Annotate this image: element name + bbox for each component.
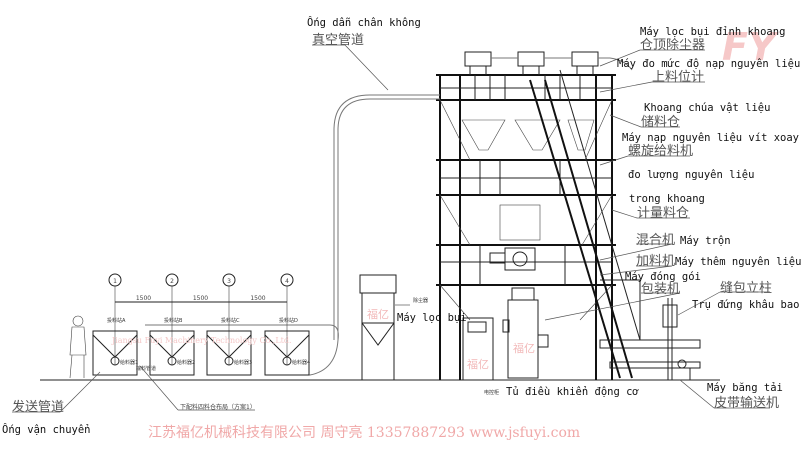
sewing-column xyxy=(662,298,678,380)
label-screw-feeder-cn: 螺旋给料机 xyxy=(628,144,693,159)
label-adder-cn: 加料机 xyxy=(636,254,675,269)
feeding-station: 4 投料站D 给料器4 xyxy=(264,273,310,376)
label-vacuum-pipe-vn: Ống dẫn chân không xyxy=(307,16,421,29)
top-dust-collectors xyxy=(464,51,633,75)
label-control-vn: Tủ điều khiển động cơ xyxy=(506,386,639,398)
dimension-label: 1500 xyxy=(250,295,265,302)
feeder-label: 给料器2 xyxy=(177,359,195,366)
label-packer-vn: Máy đóng gói xyxy=(625,271,701,283)
leader-lines xyxy=(12,44,770,413)
label-belt-cn: 皮带输送机 xyxy=(714,395,779,411)
label-top-dust-cn: 仓顶除尘器 xyxy=(640,38,705,53)
feeder-valve xyxy=(224,356,234,366)
label-send-pipe-vn: Ống vận chuyển xyxy=(2,423,91,436)
label-level-meter-cn: 上料位计 xyxy=(652,70,704,85)
label-weigh-vn-1: đo lượng nguyên liệu xyxy=(628,169,754,181)
label-packer-cn: 包装机 xyxy=(641,282,680,297)
station-number: 2 xyxy=(170,278,174,285)
label-sewing-vn: Trụ đứng khâu bao xyxy=(692,299,799,311)
transfer-pipe xyxy=(145,324,339,376)
tower-structure xyxy=(436,74,616,380)
station-number: 3 xyxy=(227,278,231,285)
feeding-stations: 1 投料站A 给料器1 2 投料站B 给料器2 3 投料站C 给料器3 4 投料站D 给料器4 1500… xyxy=(92,273,310,376)
feeder-label: 给料器1 xyxy=(120,359,138,366)
brand-watermark: 福亿 xyxy=(367,307,389,321)
feeder-label: 给料器3 xyxy=(234,359,252,366)
brand-watermark: 福亿 xyxy=(467,357,489,371)
storage-bins xyxy=(461,119,595,241)
label-mixer-cn: 混合机 xyxy=(636,233,675,248)
label-control-small: 电控柜 xyxy=(484,389,499,396)
station-name: 投料站C xyxy=(221,317,240,324)
feeding-station: 1 投料站A 给料器1 xyxy=(92,273,138,376)
label-adder-vn: Máy thêm nguyên liệu xyxy=(675,256,801,268)
label-weigh-cn: 计量料仓 xyxy=(637,206,689,221)
dust-filter xyxy=(359,274,397,380)
dimension-label: 1500 xyxy=(193,295,208,302)
dimension-label: 1500 xyxy=(136,295,151,302)
label-level-meter-vn: Máy đo mức độ nạp nguyên liệu xyxy=(617,58,800,70)
station-number: 4 xyxy=(285,278,289,285)
label-screw-feeder-vn: Máy nạp nguyên liệu vít xoay xyxy=(622,132,799,144)
station-name: 投料站A xyxy=(107,317,126,324)
station-name: 投料站B xyxy=(164,317,183,324)
label-mixer-vn: Máy trộn xyxy=(680,235,731,247)
feeder-label: 给料器4 xyxy=(292,359,310,366)
label-storage-bin-vn: Khoang chúa vật liệu xyxy=(644,102,770,114)
belt-conveyor xyxy=(599,339,701,380)
feeder-valve xyxy=(282,356,292,366)
label-vacuum-pipe-cn: 真空管道 xyxy=(312,33,364,48)
brand-en-watermark: Jiangsu Fuyi Machinery Technology Co.,Lt… xyxy=(111,336,292,345)
station-number: 1 xyxy=(113,278,117,285)
mixer xyxy=(489,247,536,271)
label-sewing-cn: 缝包立柱 xyxy=(720,281,772,296)
feeder-valve xyxy=(167,356,177,366)
feeding-station: 3 投料站C 给料器3 xyxy=(206,273,252,376)
label-dust-filter-vn: Máy lọc bụi xyxy=(397,312,467,324)
label-layout-caption: 下配料四料仓布局（方案1） xyxy=(180,403,256,411)
feeding-station: 2 投料站B 给料器2 xyxy=(149,273,195,376)
brand-watermark: 福亿 xyxy=(513,341,535,355)
label-belt-vn: Máy băng tải xyxy=(707,382,783,394)
label-dust-filter-small: 除尘器 xyxy=(413,297,428,304)
station-name: 投料站D xyxy=(279,317,298,324)
label-send-pipe-cn: 发送管道 xyxy=(12,399,64,415)
label-storage-bin-cn: 储料仓 xyxy=(641,115,680,130)
control-cabinet xyxy=(462,317,494,381)
fy-logo-watermark: FY xyxy=(722,25,779,69)
vacuum-pipe xyxy=(333,94,440,340)
operator-figure xyxy=(69,315,87,379)
label-top-dust-vn: Máy lọc bụi đỉnh khoang xyxy=(640,26,785,38)
stairs xyxy=(529,69,641,379)
packing-machine xyxy=(502,287,549,379)
feeder-valve xyxy=(110,356,120,366)
label-transfer-pipe-small: 输料管道 xyxy=(136,365,156,372)
footer-company-info: 江苏福亿机械科技有限公司 周守亮 13357887293 www.jsfuyi.… xyxy=(148,424,580,441)
label-weigh-vn-2: trong khoang xyxy=(629,193,705,205)
